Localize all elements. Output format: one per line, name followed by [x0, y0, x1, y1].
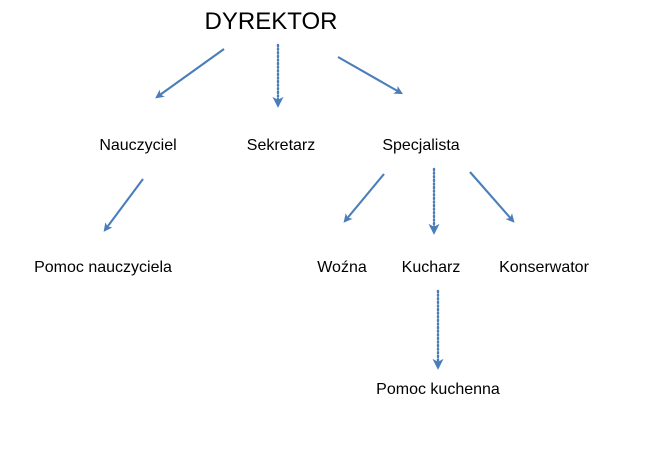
node-sekretarz[interactable]: Sekretarz [246, 137, 316, 154]
connector-specjalista-konserwator [469, 171, 515, 223]
node-pomoc-kuchenna[interactable]: Pomoc kuchenna [376, 381, 500, 398]
node-specjalista[interactable]: Specjalista [382, 137, 460, 154]
node-pomoc-nauczyciela[interactable]: Pomoc nauczyciela [34, 259, 172, 276]
connector-dyrektor-nauczyciel [155, 48, 225, 99]
node-dyrektor[interactable]: DYREKTOR [204, 8, 338, 35]
node-nauczyciel[interactable]: Nauczyciel [99, 137, 177, 154]
connector-nauczyciel-pomoc-nauczyciela [103, 178, 144, 232]
connector-dyrektor-specjalista [337, 56, 404, 95]
node-kucharz[interactable]: Kucharz [401, 259, 461, 276]
node-konserwator[interactable]: Konserwator [499, 259, 589, 276]
connector-specjalista-wozna [343, 173, 385, 223]
node-wozna[interactable]: Woźna [317, 259, 367, 276]
